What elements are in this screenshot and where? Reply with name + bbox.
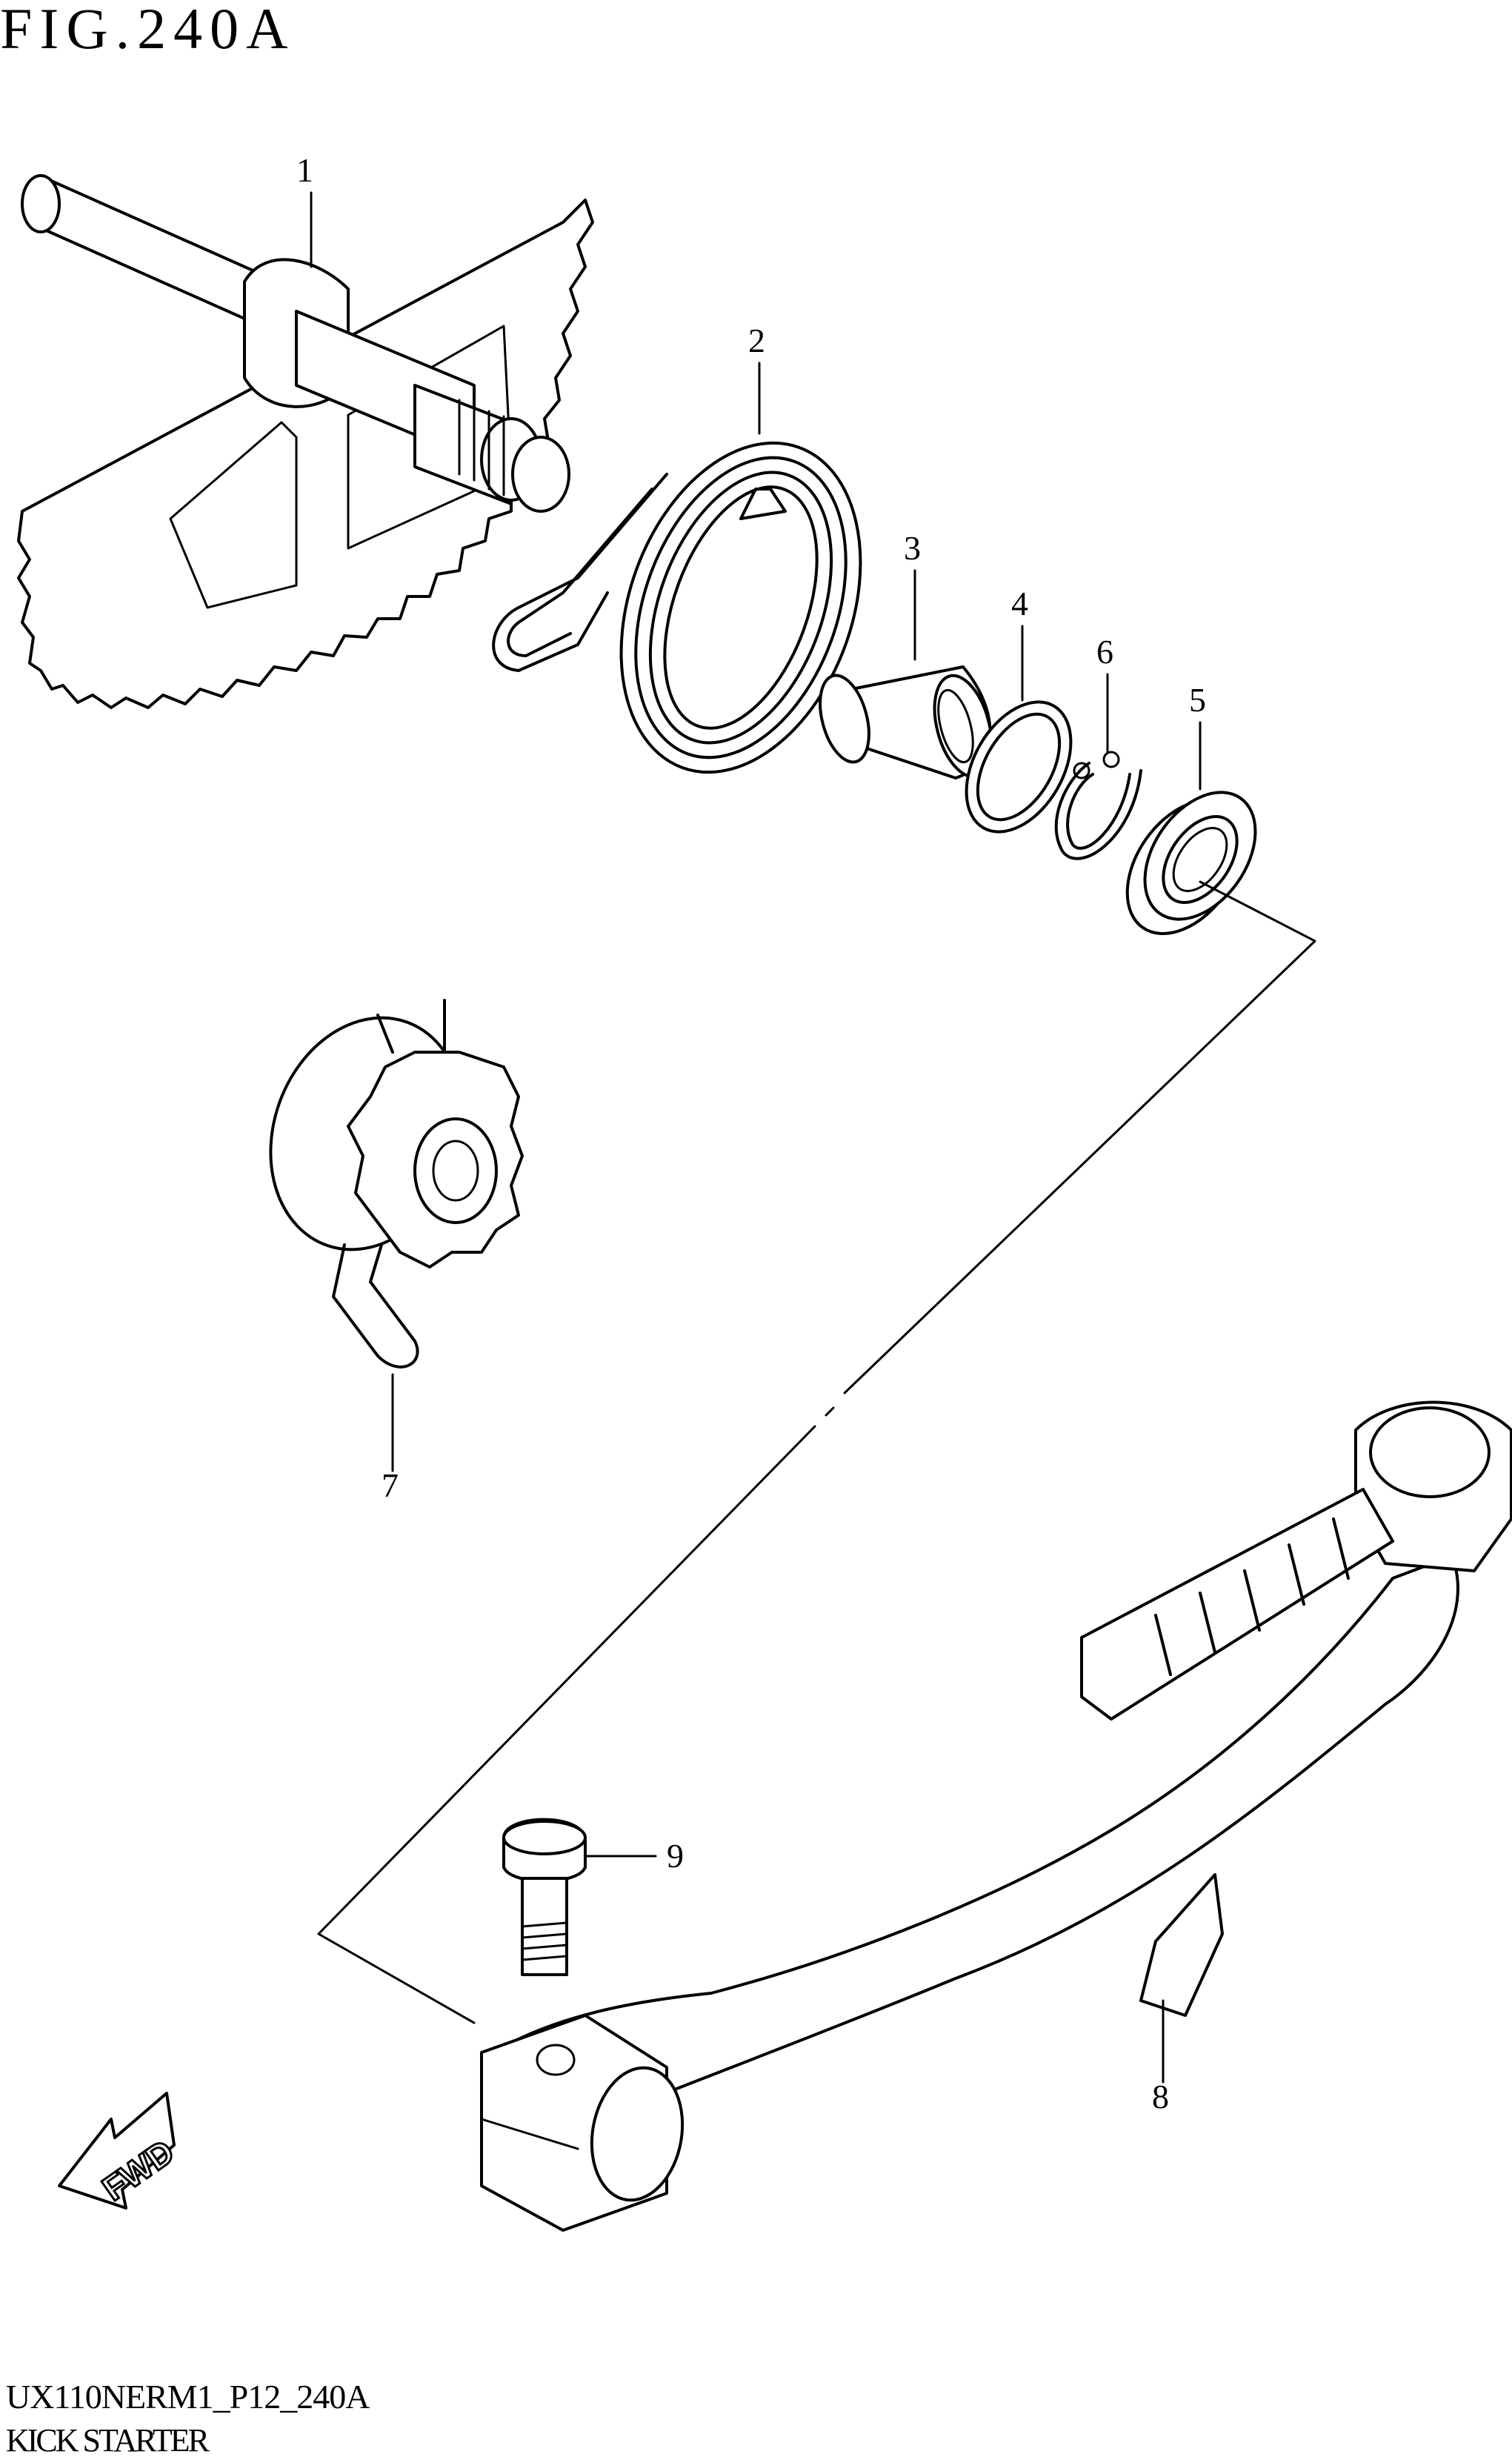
part-3-spacer[interactable] <box>811 665 1001 783</box>
part-1-kick-shaft-gear[interactable] <box>17 174 594 709</box>
part-4-washer[interactable] <box>945 684 1093 851</box>
part-6-circlip[interactable] <box>1054 751 1142 860</box>
callout-9: 9 <box>667 1837 684 1875</box>
fwd-arrow-icon: FWD <box>58 2092 182 2210</box>
callout-6: 6 <box>1096 633 1113 671</box>
part-9-bolt[interactable] <box>502 1818 587 1976</box>
figure-title: FIG.240A <box>0 0 296 61</box>
callout-5: 5 <box>1189 681 1206 719</box>
assembly-guide-line <box>317 880 1316 2024</box>
part-7-idle-gear[interactable] <box>239 991 524 1369</box>
part-5-oil-seal[interactable] <box>1103 772 1278 956</box>
callout-7: 7 <box>382 1466 399 1504</box>
callout-4: 4 <box>1011 585 1028 622</box>
callout-2: 2 <box>748 322 765 359</box>
part-2-return-spring[interactable] <box>492 410 903 806</box>
callout-1: 1 <box>296 151 313 189</box>
callout-8: 8 <box>1152 2078 1169 2115</box>
figure-name: KICK STARTER <box>6 2422 210 2459</box>
callout-3: 3 <box>904 529 921 567</box>
figure-code: UX110NERM1_P12_240A <box>6 2378 370 2416</box>
part-8-kick-lever[interactable] <box>480 1400 1512 2232</box>
